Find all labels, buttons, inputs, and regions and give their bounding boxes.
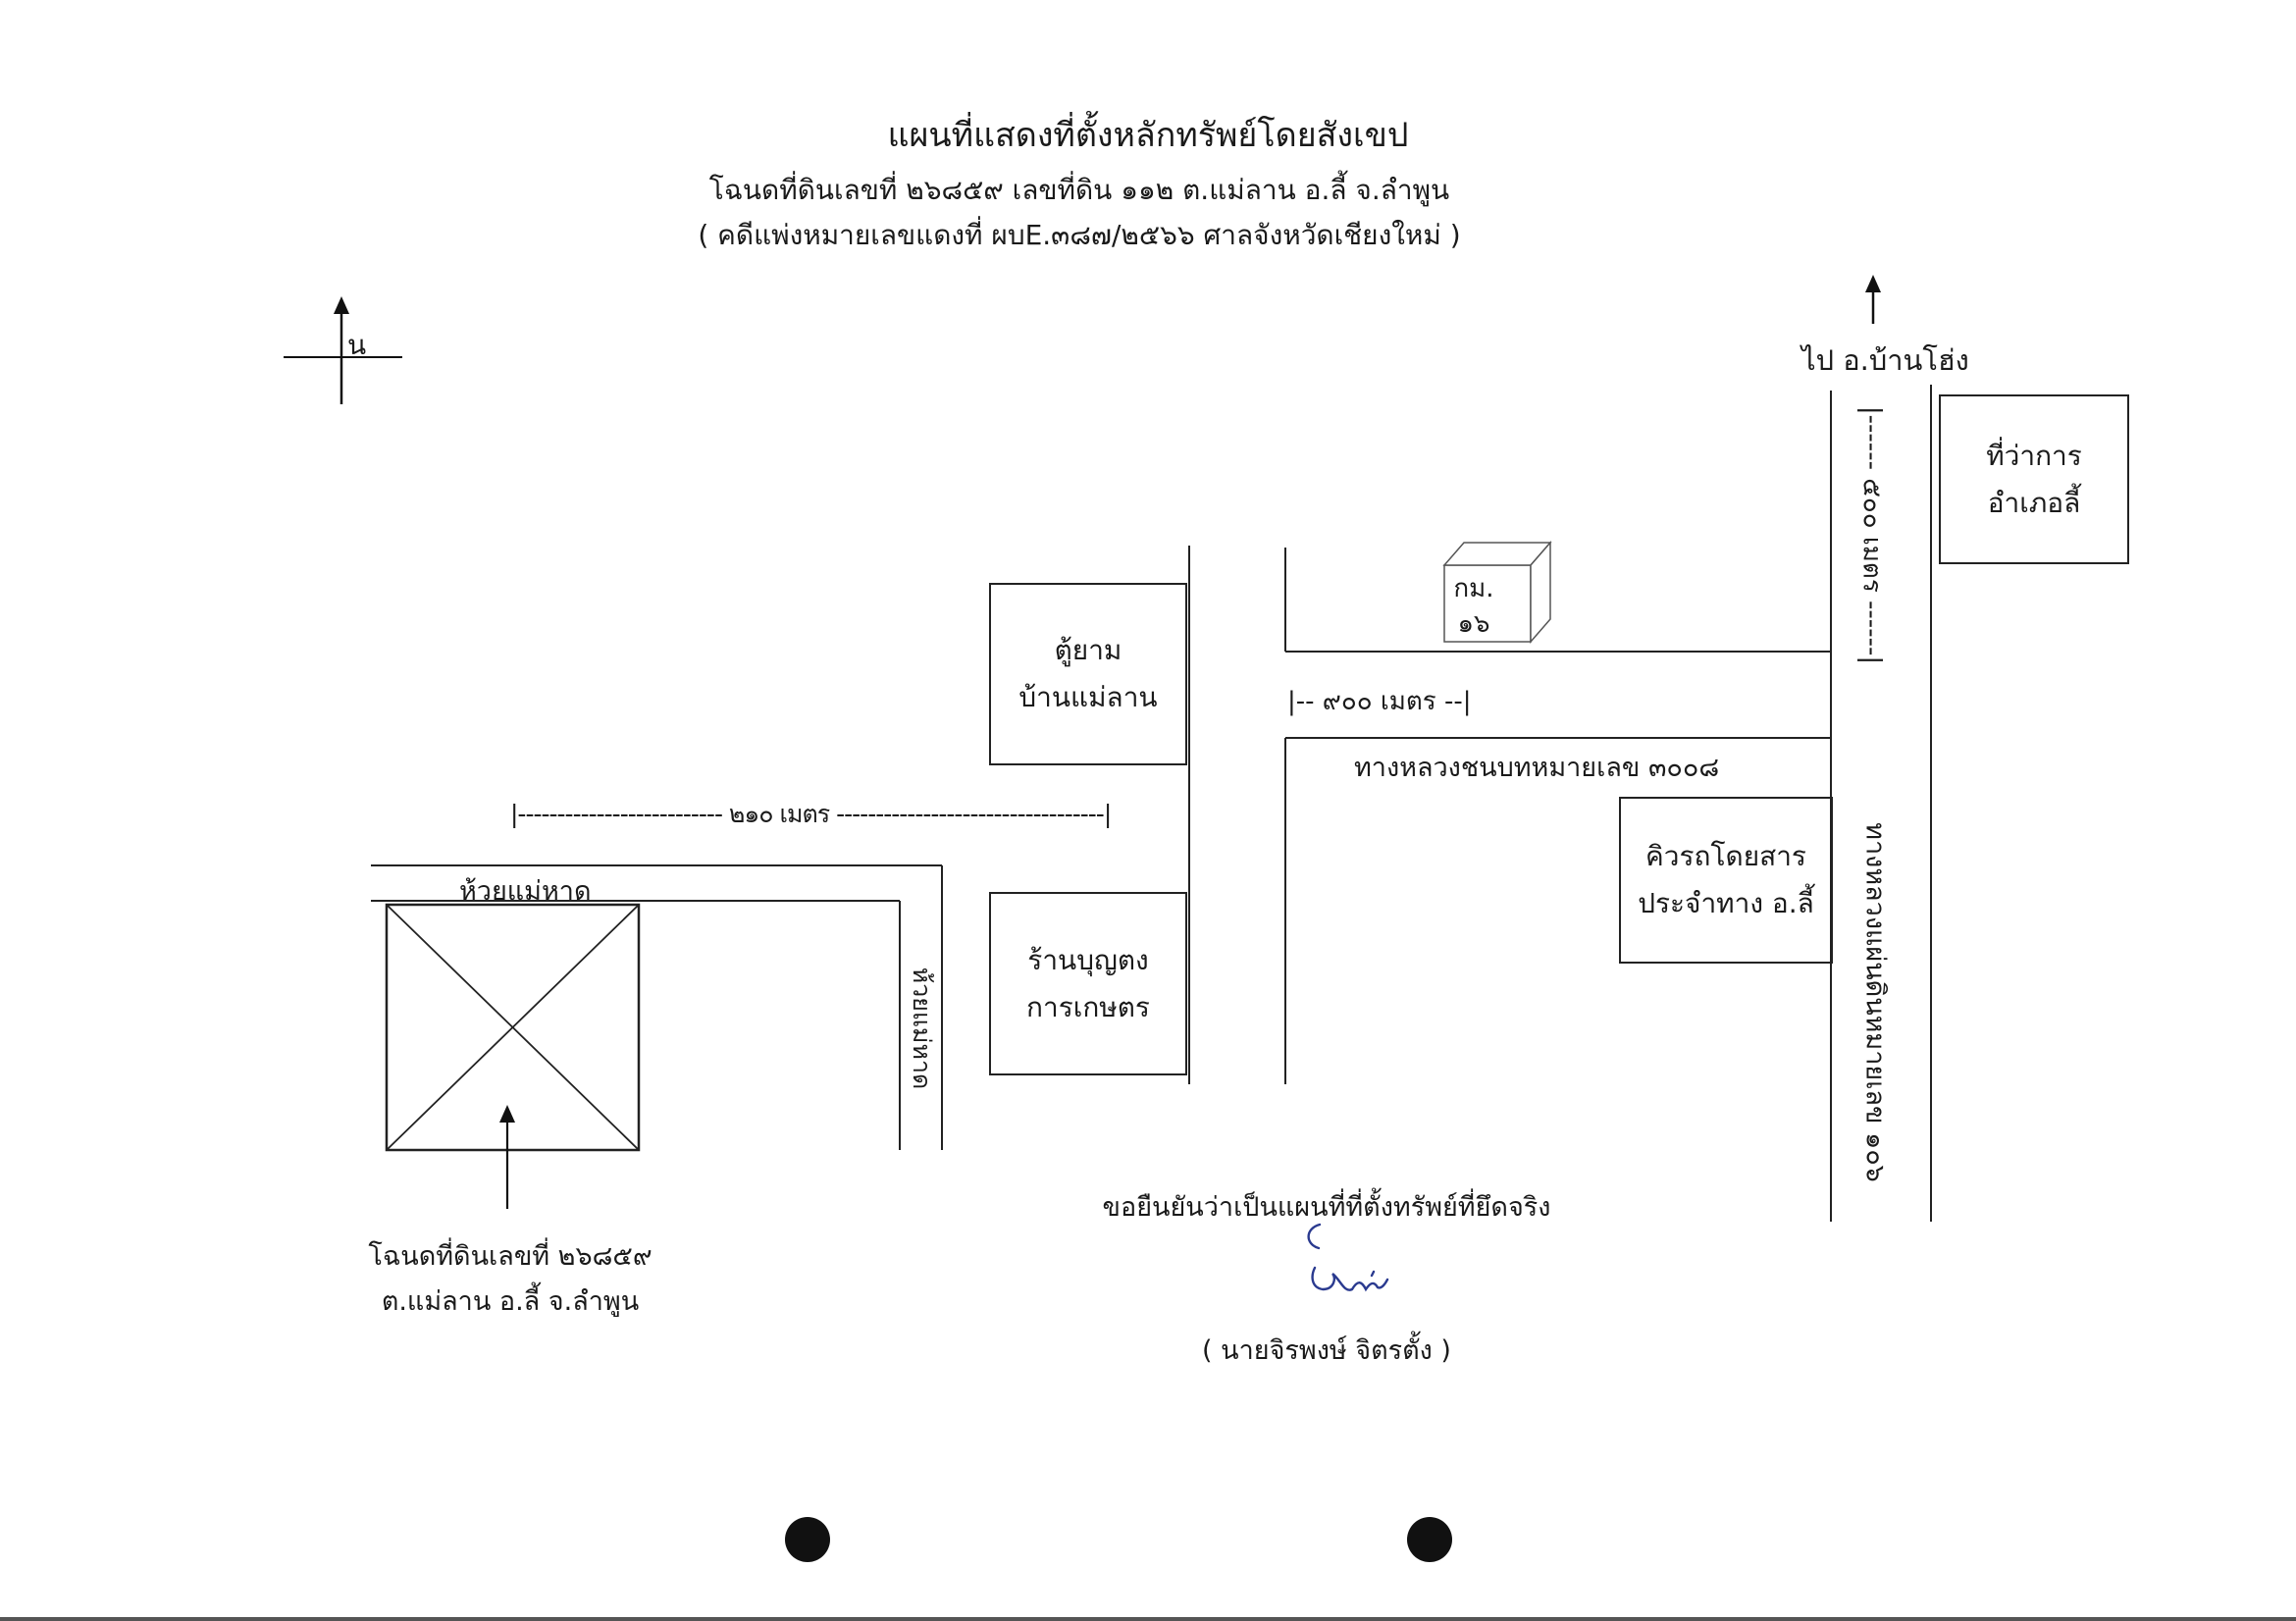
bus-stop-box: คิวรถโดยสาร ประจำทาง อ.ลี้ <box>1619 797 1833 964</box>
distance-210m: |-------------------------- ๒๑๐ เมตร ---… <box>510 800 1112 828</box>
district-office-line2: อำเภอลี้ <box>1987 486 2081 519</box>
guard-post-line2: บ้านแม่ลาน <box>1018 681 1158 713</box>
farm-shop-line1: ร้านบุญตง <box>1027 943 1149 976</box>
signature <box>1307 1223 1389 1292</box>
farm-shop-box: ร้านบุญตง การเกษตร <box>989 892 1187 1075</box>
km-marker-post <box>1442 540 1552 645</box>
bus-stop-line2: ประจำทาง อ.ลี้ <box>1638 887 1814 919</box>
parcel-pointer-arrow <box>499 1105 515 1209</box>
creek-vertical-label: ห้วยแม่หาด <box>908 967 936 1090</box>
farm-shop-line2: การเกษตร <box>1026 990 1150 1023</box>
case-subtitle: ( คดีแพ่งหมายเลขแดงที่ ผบE.๓๘๗/๒๕๖๖ ศาลจ… <box>698 219 1461 251</box>
land-parcel <box>385 903 641 1152</box>
distance-900m: |-- ๙๐๐ เมตร --| <box>1287 687 1472 716</box>
km-marker-label: กม. ๑๖ <box>1453 571 1493 642</box>
district-office-line1: ที่ว่าการ <box>1986 439 2082 472</box>
north-arrow <box>284 296 402 404</box>
guard-post-box: ตู้ยาม บ้านแม่ลาน <box>989 583 1187 765</box>
route-north-label: ไป อ.บ้านโฮ่ง <box>1801 343 1969 377</box>
route-north-arrow <box>1865 275 1881 324</box>
parcel-caption-line1: โฉนดที่ดินเลขที่ ๒๖๘๕๙ <box>368 1241 652 1272</box>
km-marker-line1: กม. <box>1453 574 1494 603</box>
bus-stop-line1: คิวรถโดยสาร <box>1645 840 1806 872</box>
punch-hole-right <box>1407 1517 1452 1562</box>
district-office-box: ที่ว่าการ อำเภอลี้ <box>1939 394 2129 564</box>
punch-hole-left <box>785 1517 830 1562</box>
map-title: แผนที่แสดงที่ตั้งหลักทรัพย์โดยสังเขป <box>887 116 1409 155</box>
rural-road-3008-label: ทางหลวงชนบทหมายเลข ๓๐๐๘ <box>1354 753 1720 783</box>
distance-500m: |------ ๕๐๐ เมตร ------| <box>1856 405 1887 665</box>
deed-subtitle: โฉนดที่ดินเลขที่ ๒๖๘๕๙ เลขที่ดิน ๑๑๒ ต.แ… <box>708 174 1450 206</box>
parcel-caption-line2: ต.แม่ลาน อ.ลี้ จ.ลำพูน <box>381 1286 640 1317</box>
guard-post-line1: ตู้ยาม <box>1054 634 1122 666</box>
creek-horizontal-label: ห้วยแม่หาด <box>459 876 592 907</box>
km-marker-line2: ๑๖ <box>1457 609 1490 639</box>
signer-name: ( นายจิรพงษ์ จิตรตั้ง ) <box>1202 1335 1451 1366</box>
highway-106-label: ทางหลวงแผ่นดินหมายเลข ๑๐๖ <box>1859 822 1891 1182</box>
scan-bottom-edge <box>0 1617 2296 1621</box>
north-label: น <box>347 329 367 361</box>
certification-statement: ขอยืนยันว่าเป็นแผนที่ที่ตั้งทรัพย์ที่ยึด… <box>1102 1192 1551 1223</box>
